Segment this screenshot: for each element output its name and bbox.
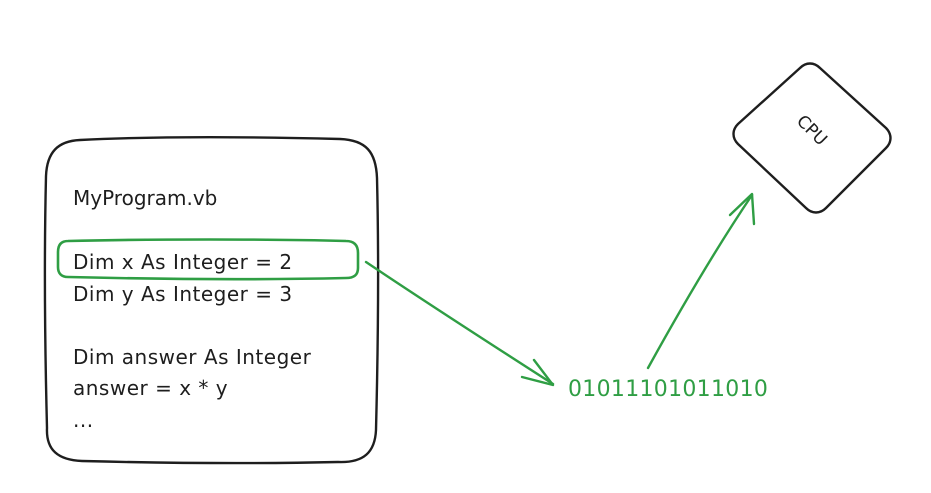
code-line-5: ... [73,408,94,432]
program-filename: MyProgram.vb [73,186,218,210]
code-line-3: Dim answer As Integer [73,345,312,369]
execute-arrow-line [646,193,754,370]
code-line-4: answer = x * y [73,376,229,400]
highlight-box [56,238,360,281]
execute-arrow-head [728,192,756,226]
cpu-chip [732,62,892,214]
compile-arrow-line [364,260,555,386]
code-line-2: Dim y As Integer = 3 [73,282,293,306]
program-box [43,136,380,465]
compile-arrow-head [520,358,555,387]
code-line-1: Dim x As Integer = 2 [73,250,293,274]
binary-output: 01011101011010 [568,377,769,402]
